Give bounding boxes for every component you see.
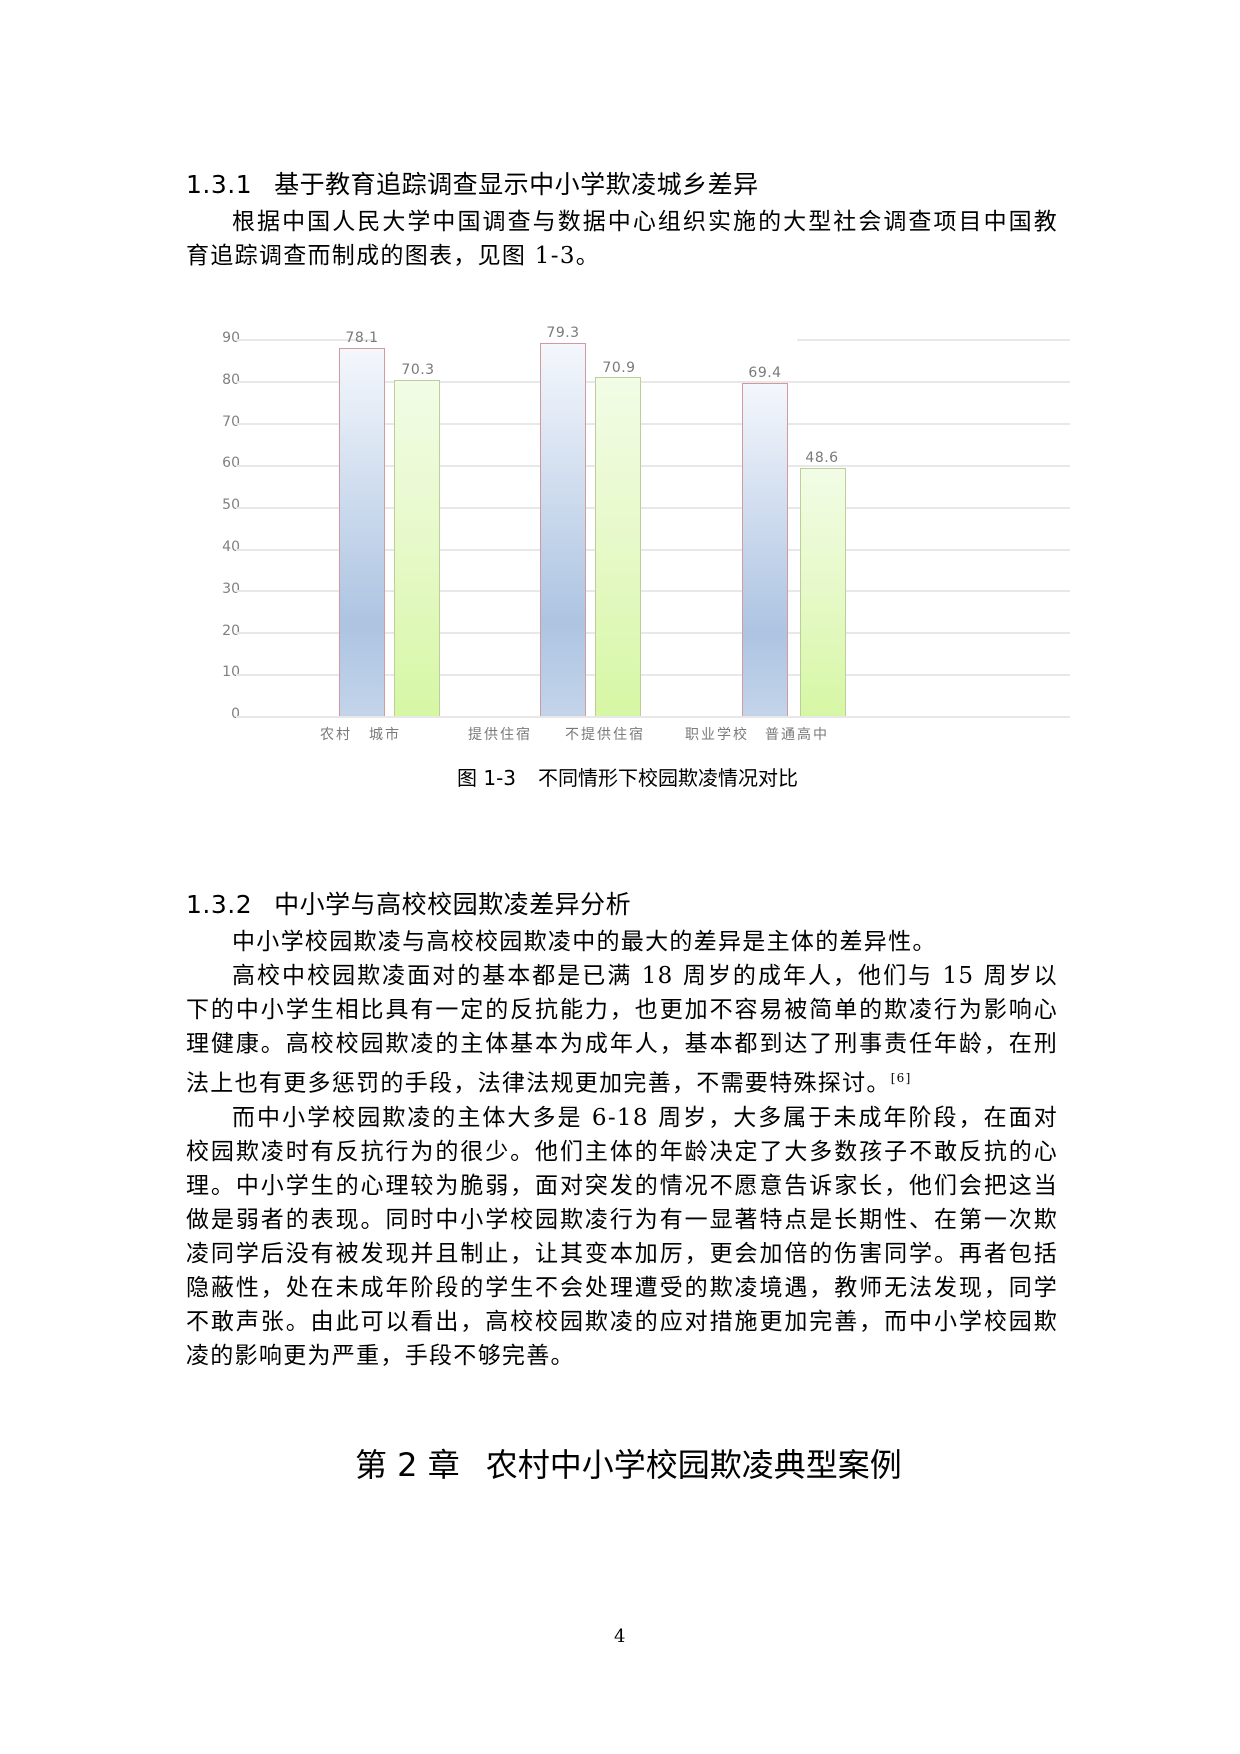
figure-number: 图 1-3 [457,766,517,790]
chapter-number: 第 2 章 [355,1446,460,1484]
chapter-title: 农村中小学校园欺凌典型案例 [485,1446,902,1484]
gridline-0 [236,716,1070,718]
paragraph-text: 高校中校园欺凌面对的基本都是已满 18 周岁的成年人，他们与 15 周岁以下的中… [186,963,1058,1097]
x-label-rural: 农村 [320,727,352,743]
x-label-general-high: 普通高中 [765,727,829,743]
gridline-90-right [797,339,1070,341]
bar-non-boarding [595,377,641,716]
y-tick: 10 [222,664,240,680]
section-title: 基于教育追踪调查显示中小学欺凌城乡差异 [274,170,759,199]
bar-vocational-school [742,383,788,716]
data-label: 48.6 [805,450,839,466]
citation-ref: [6] [890,1071,912,1085]
y-tick: 90 [222,330,240,346]
y-tick: 0 [231,706,240,722]
y-tick: 60 [222,455,240,471]
chapter-heading: 第 2 章农村中小学校园欺凌典型案例 [355,1440,902,1486]
gridline-80 [236,381,1070,383]
page-number: 4 [614,1626,626,1647]
section-1-3-1-paragraph: 根据中国人民大学中国调查与数据中心组织实施的大型社会调查项目中国教育追踪调查而制… [186,209,1058,269]
section-1-3-2-body: 中小学校园欺凌与高校校园欺凌中的最大的差异是主体的差异性。 高校中校园欺凌面对的… [186,925,1058,1373]
gridline-10 [236,674,1070,676]
section-number: 1.3.2 [186,890,253,919]
data-label: 70.3 [401,362,435,378]
paragraph: 而中小学校园欺凌的主体大多是 6-18 周岁，大多属于未成年阶段，在面对校园欺凌… [186,1104,1058,1369]
figure-caption: 图 1-3 不同情形下校园欺凌情况对比 [457,762,798,791]
y-tick: 40 [222,539,240,555]
y-tick: 30 [222,581,240,597]
gridline-70 [236,423,1070,425]
section-number: 1.3.1 [186,170,253,199]
y-tick: 20 [222,623,240,639]
gridline-60 [236,465,1070,467]
bar-boarding [540,343,586,716]
y-tick: 50 [222,497,240,513]
bar-urban [394,380,440,716]
data-label: 70.9 [602,360,636,376]
gridline-90-left [236,339,376,341]
paragraph: 高校中校园欺凌面对的基本都是已满 18 周岁的成年人，他们与 15 周岁以下的中… [186,959,1058,1101]
section-title: 中小学与高校校园欺凌差异分析 [274,890,632,919]
gridline-50 [236,507,1070,509]
bar-general-high-school [800,468,846,716]
gridline-40 [236,549,1070,551]
x-label-vocational: 职业学校 [685,727,749,743]
section-heading-1-3-2: 1.3.2 中小学与高校校园欺凌差异分析 [186,885,631,921]
figure-caption-text: 不同情形下校园欺凌情况对比 [538,766,799,790]
data-label: 79.3 [546,325,580,341]
data-label: 69.4 [748,365,782,381]
bar-chart: 90 80 70 60 50 40 30 20 10 0 78.1 70.3 7… [200,320,1080,750]
y-tick: 70 [222,414,240,430]
paragraph: 中小学校园欺凌与高校校园欺凌中的最大的差异是主体的差异性。 [232,929,937,955]
y-tick: 80 [222,372,240,388]
data-label: 78.1 [345,330,379,346]
x-label-boarding: 提供住宿 [468,727,532,743]
x-label-urban: 城市 [369,727,401,743]
bar-rural [339,348,385,716]
gridline-20 [236,632,1070,634]
gridline-30 [236,590,1070,592]
section-heading-1-3-1: 1.3.1 基于教育追踪调查显示中小学欺凌城乡差异 [186,165,759,201]
x-label-non-boarding: 不提供住宿 [565,727,645,743]
